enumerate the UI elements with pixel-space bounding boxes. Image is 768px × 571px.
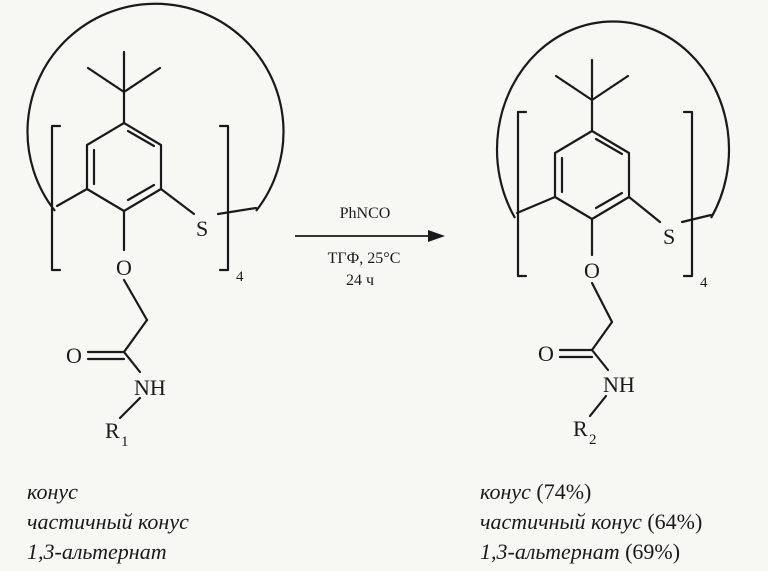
reactant-bridge-left	[55, 187, 89, 208]
reactant-repeat-count: 4	[236, 269, 244, 285]
product-carbonyl-oxygen-label: O	[538, 341, 554, 366]
reaction-arrow-head	[428, 230, 445, 242]
product-conformer-1-3-alternate-line: 1,3-альтернат (69%)	[480, 539, 680, 564]
product-conformer-partial-cone-yield: (64%)	[647, 509, 702, 534]
product-bridge-sulfur	[627, 195, 662, 224]
product-carbonyl-nh-bond	[590, 348, 610, 372]
solvent-temperature-label: ТГФ, 25°C	[328, 250, 401, 267]
reactant-bracket-left	[50, 124, 62, 272]
product-bridge-left	[515, 195, 557, 215]
reactant-structure: S O O NH R 1 4	[26, 2, 285, 450]
reactant-sulfur-right	[216, 206, 258, 216]
reagent-label: PhNCO	[340, 205, 391, 222]
product-conformer-partial-cone-line: частичный конус (64%)	[480, 509, 702, 534]
reactant-conformer-list: конус частичный конус 1,3-альтернат	[27, 479, 189, 564]
product-substituent-index: 2	[589, 432, 597, 448]
product-conformer-list: конус (74%) частичный конус (64%) 1,3-ал…	[480, 479, 702, 564]
product-conformer-cone-line: конус (74%)	[480, 479, 591, 504]
reactant-carbonyl-double-bond	[86, 350, 126, 361]
product-amide-label: NH	[603, 372, 635, 397]
reaction-arrow-group: PhNCO ТГФ, 25°C 24 ч	[295, 205, 445, 289]
product-conformer-cone: конус	[480, 479, 531, 504]
product-oxygen-ch2-bond	[590, 281, 614, 324]
reactant-ch2-carbonyl-bond	[122, 318, 149, 354]
reactant-conformer-cone: конус	[27, 479, 78, 504]
reactant-macrocycle-arc	[26, 2, 285, 212]
product-substituent-label: R	[573, 416, 588, 441]
product-repeat-count: 4	[700, 275, 708, 291]
reactant-carbonyl-oxygen-label: O	[66, 343, 82, 368]
reactant-nh-r-bond	[118, 396, 142, 420]
product-conformer-partial-cone: частичный конус	[480, 509, 642, 534]
product-benzene-double-bonds	[560, 137, 624, 210]
product-sulfur-right	[680, 213, 713, 224]
product-ether-oxygen-label: O	[584, 258, 600, 283]
reactant-sulfur-label: S	[196, 216, 208, 241]
product-conformer-cone-yield: (74%)	[536, 479, 591, 504]
product-bracket-left	[516, 110, 528, 278]
reactant-tert-butyl	[86, 50, 162, 125]
product-bracket-right	[682, 110, 694, 278]
product-sulfur-label: S	[663, 224, 675, 249]
product-macrocycle-arc	[495, 20, 731, 219]
reactant-substituent-index: 1	[121, 434, 129, 450]
reactant-benzene-ring	[85, 121, 163, 213]
reactant-carbonyl-nh-bond	[122, 350, 142, 374]
product-carbonyl-double-bond	[558, 348, 594, 359]
product-tert-butyl	[554, 58, 630, 133]
product-ch2-carbonyl-bond	[590, 320, 614, 352]
reaction-time-label: 24 ч	[346, 272, 374, 289]
reactant-bridge-sulfur	[159, 187, 196, 216]
product-conformer-1-3-alternate: 1,3-альтернат	[480, 539, 620, 564]
reactant-conformer-partial-cone: частичный конус	[27, 509, 189, 534]
reactant-amide-label: NH	[134, 375, 166, 400]
product-benzene-ring	[553, 129, 631, 221]
product-structure: S O O NH R 2 4	[495, 20, 731, 448]
reactant-bracket-right	[218, 124, 230, 272]
reactant-ether-oxygen-label: O	[116, 255, 132, 280]
reactant-substituent-label: R	[105, 418, 120, 443]
product-conformer-1-3-alternate-yield: (69%)	[625, 539, 680, 564]
reactant-benzene-double-bonds	[92, 129, 156, 202]
reactant-oxygen-ch2-bond	[122, 278, 149, 322]
product-nh-r-bond	[588, 394, 608, 418]
reactant-conformer-1-3-alternate: 1,3-альтернат	[27, 539, 167, 564]
